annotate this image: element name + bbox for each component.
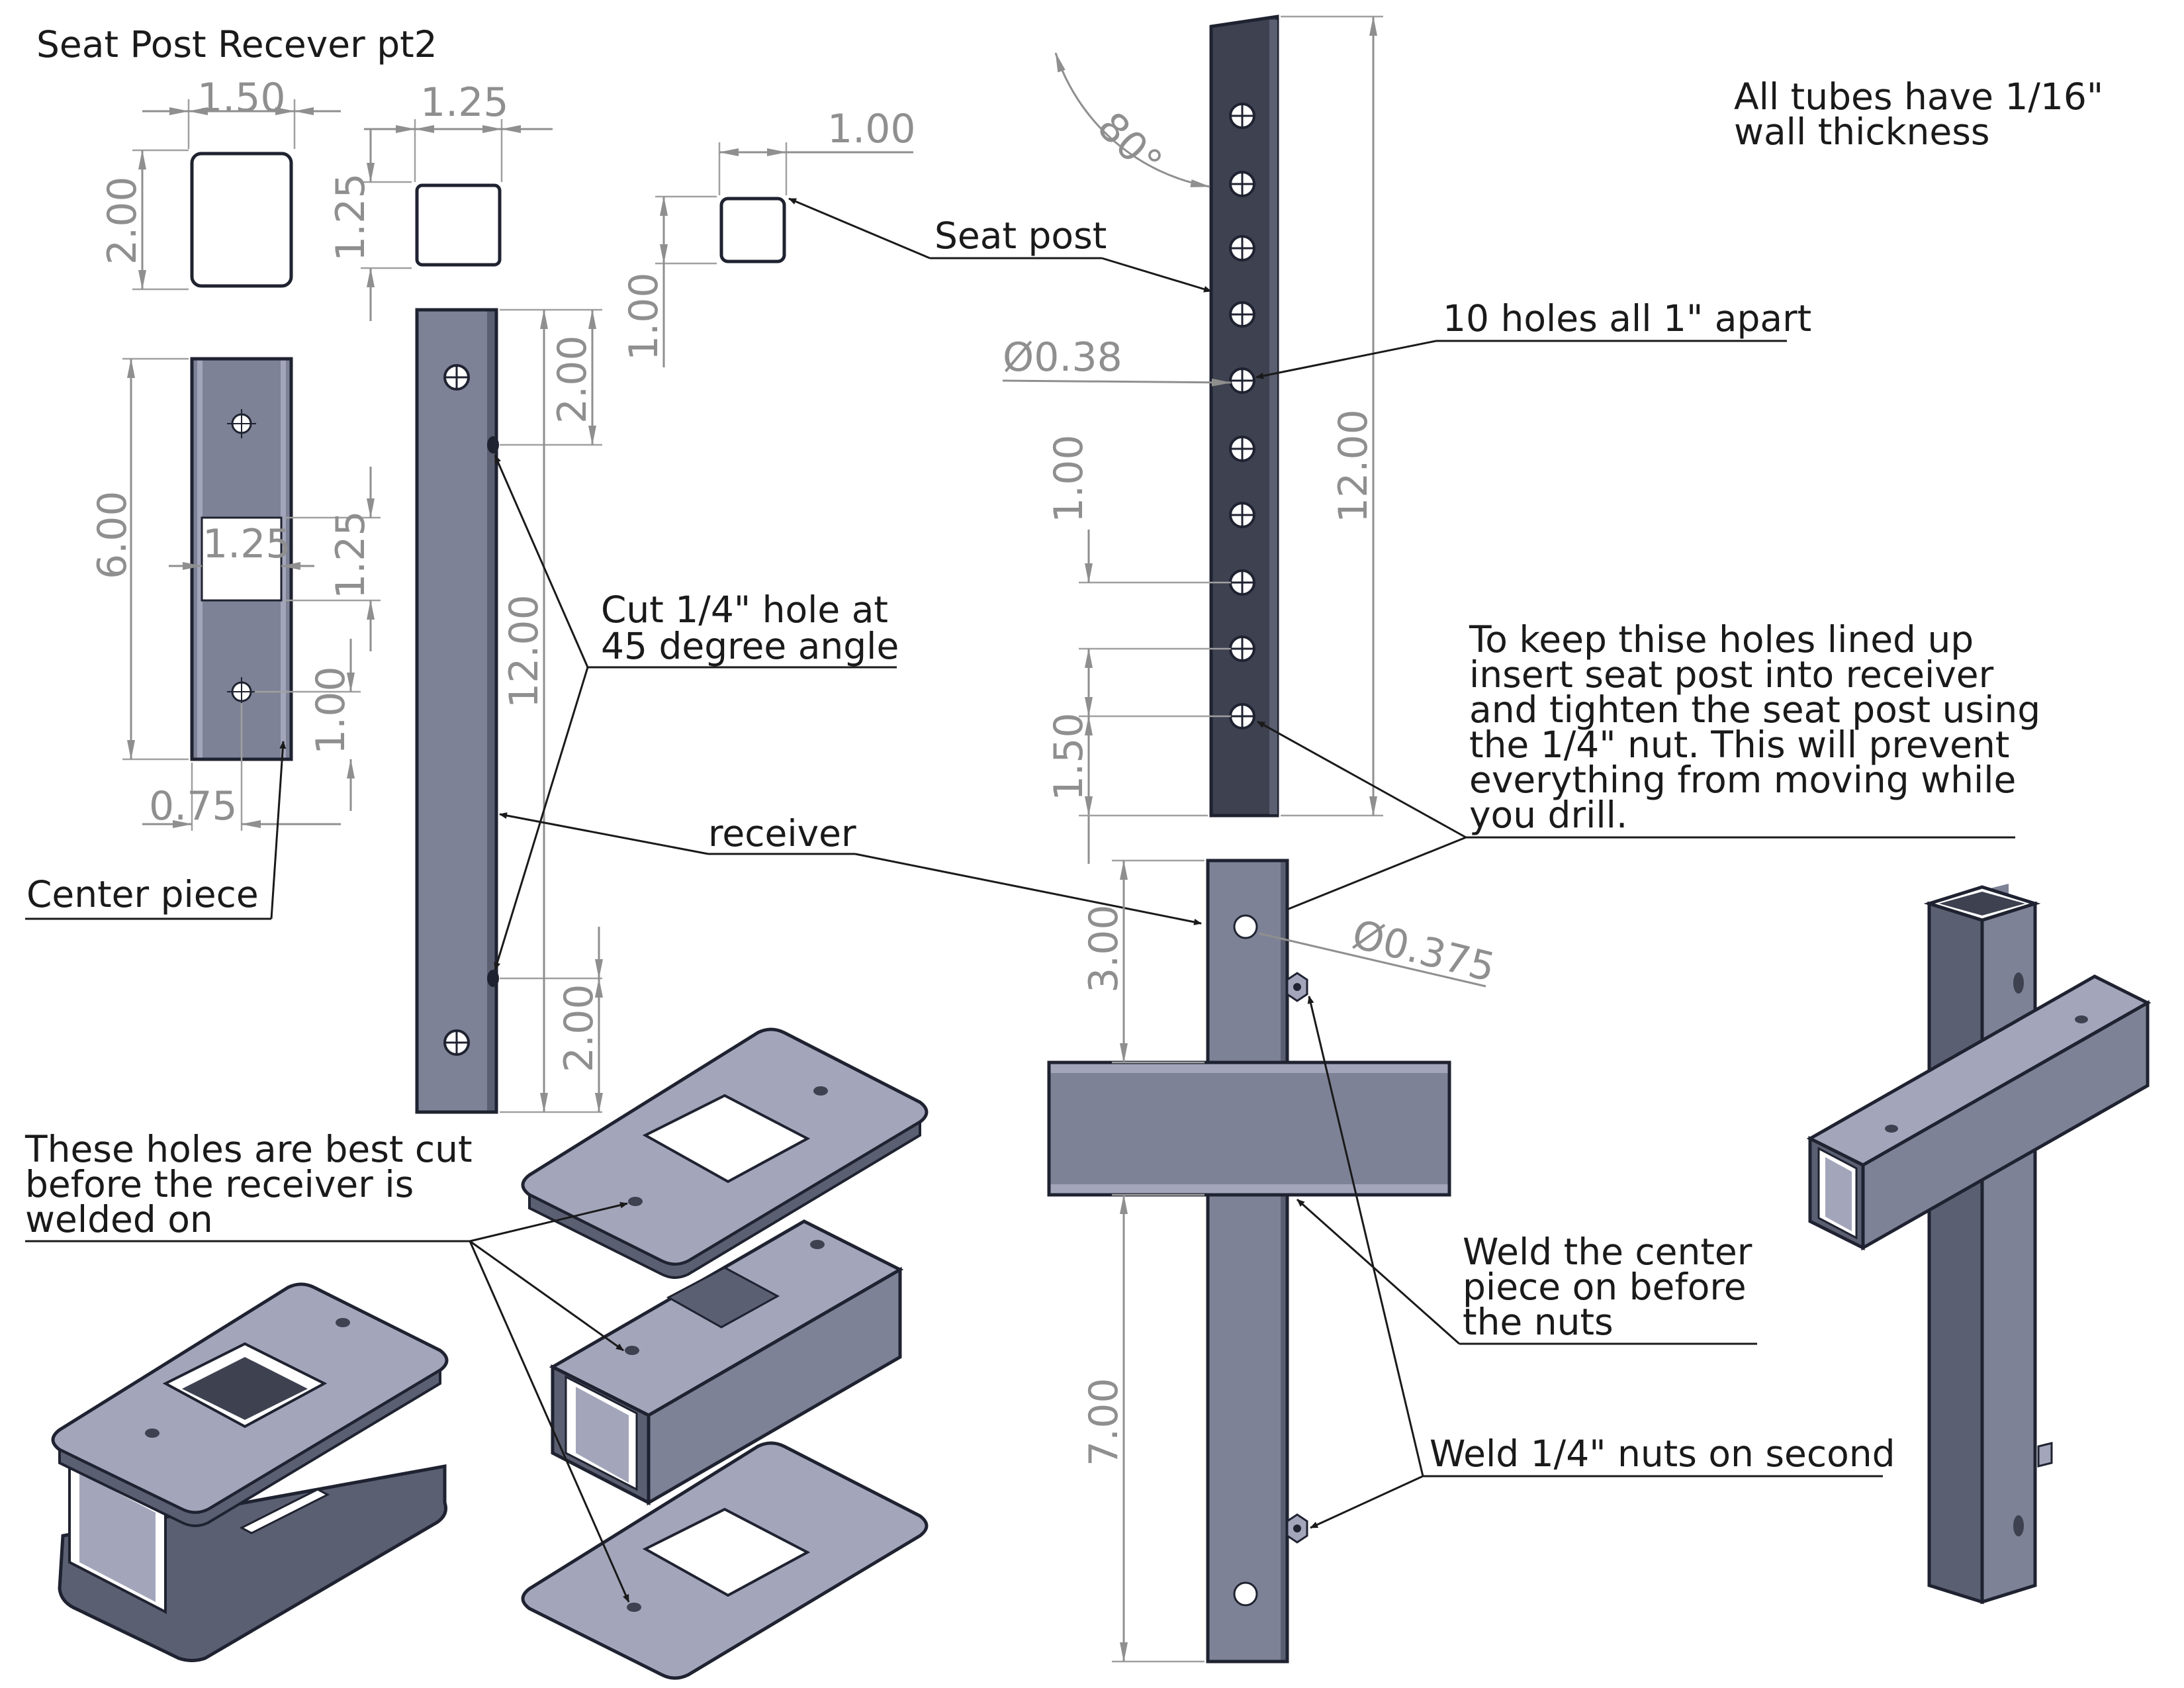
assembled-center-piece	[51, 1282, 449, 1662]
seatpost-hole-icon	[1229, 171, 1255, 197]
note-holes-line1: These holes are best cut	[24, 1128, 473, 1170]
dim-receiver-section-height: 1.25	[328, 173, 374, 261]
dim-center-window-width: 1.25	[203, 521, 291, 567]
note-ten-holes: 10 holes all 1" apart	[1443, 297, 1811, 340]
receiver-side-view: 2.00 12.00 2.00	[415, 308, 603, 1114]
receiver-hole-top-icon	[443, 364, 470, 391]
seatpost-hole-icon	[1229, 301, 1255, 328]
seatpost-hole-icon	[1229, 569, 1255, 596]
dim-receiver-section: 1.25	[420, 79, 509, 126]
seatpost-hole-icon	[1229, 367, 1255, 394]
receiver-section-view: 1.25 1.25	[328, 79, 553, 321]
dim-seatpost-first-hole: 1.50	[1046, 712, 1092, 801]
receiver-hole-lower-icon	[1233, 1581, 1258, 1607]
dim-center-window-height: 1.25	[328, 510, 374, 599]
dim-seatpost-section: 1.00	[827, 106, 916, 152]
note-weld-center-line1: Weld the center	[1463, 1231, 1752, 1273]
note-alignment-line2: insert seat post into receiver	[1469, 653, 1994, 696]
isometric-assembly	[1806, 884, 2152, 1605]
receiver-hole-bottom-icon	[443, 1029, 470, 1056]
note-alignment-line5: everything from moving while	[1469, 759, 2016, 801]
seatpost-hole-icon	[1229, 436, 1255, 462]
dim-seatpost-hole-dia: Ø0.38	[1003, 334, 1122, 381]
exploded-receiver-tube	[549, 1219, 904, 1506]
dim-seatpost-section-height: 1.00	[621, 272, 667, 361]
dim-assembly-top: 3.00	[1081, 904, 1127, 993]
note-cut-hole-line1: Cut 1/4" hole at	[601, 588, 888, 631]
receiver-hole-upper-icon	[1233, 914, 1258, 939]
dim-seatpost-spacing: 1.00	[1046, 434, 1092, 523]
receiver-assembly-view: 3.00 7.00 Ø0.375	[1047, 859, 1500, 1664]
note-holes-line3: welded on	[25, 1198, 213, 1241]
seatpost-hole-icon	[1229, 235, 1255, 261]
dim-receiver-length: 12.00	[501, 594, 547, 708]
dim-assembly-bottom: 7.00	[1081, 1378, 1127, 1466]
note-cut-hole-line2: 45 degree angle	[601, 625, 899, 667]
seatpost-hole-icon	[1229, 502, 1255, 528]
note-wall-thickness-line2: wall thickness	[1734, 111, 1990, 153]
label-seat-post: Seat post	[934, 214, 1107, 257]
dim-receiver-hole-dia: Ø0.375	[1347, 912, 1499, 992]
exploded-bottom-plate	[521, 1441, 929, 1680]
dim-center-length: 6.00	[89, 491, 136, 579]
center-piece-front-view: 6.00 1.25 1.25 1.00 0.75	[89, 357, 381, 831]
note-weld-nuts: Weld 1/4" nuts on second	[1430, 1432, 1895, 1475]
seatpost-hole-icon	[1229, 703, 1255, 729]
seatpost-hole-icon	[1229, 103, 1255, 129]
dim-center-hole-offset: 1.00	[308, 666, 354, 755]
dim-center-width: 1.50	[197, 75, 286, 121]
dim-center-height: 2.00	[99, 176, 146, 265]
dim-center-hole-from-edge: 0.75	[149, 783, 238, 829]
note-weld-center-line3: the nuts	[1463, 1301, 1614, 1343]
seatpost-section-view: 1.00 1.00	[621, 106, 916, 367]
note-alignment-line1: To keep thise holes lined up	[1469, 618, 1974, 661]
seatpost-hole-icon	[1229, 635, 1255, 662]
note-alignment-line3: and tighten the seat post using	[1469, 688, 2040, 731]
note-alignment-line4: the 1/4" nut. This will prevent	[1469, 724, 2009, 766]
seatpost-side-view: 80° 12.00 Ø0.38 1.00 1.50	[1002, 15, 1383, 864]
dim-seatpost-length: 12.00	[1330, 409, 1377, 523]
note-wall-thickness-line1: All tubes have 1/16"	[1734, 75, 2103, 118]
sheet-title: Seat Post Recever pt2	[36, 23, 437, 66]
dim-receiver-top-hole: 2.00	[549, 335, 596, 424]
note-alignment: To keep thise holes lined up insert seat…	[1469, 618, 2040, 836]
center-piece-section-view: 1.50 2.00	[99, 75, 341, 291]
dim-receiver-bottom-hole: 2.00	[556, 984, 602, 1072]
note-alignment-line6: you drill.	[1469, 794, 1627, 836]
dim-seatpost-angle: 80°	[1088, 103, 1171, 186]
label-receiver: receiver	[708, 812, 856, 855]
note-holes-line2: before the receiver is	[25, 1163, 414, 1205]
label-center-piece: Center piece	[26, 873, 259, 915]
note-weld-center-line2: piece on before	[1463, 1266, 1747, 1308]
